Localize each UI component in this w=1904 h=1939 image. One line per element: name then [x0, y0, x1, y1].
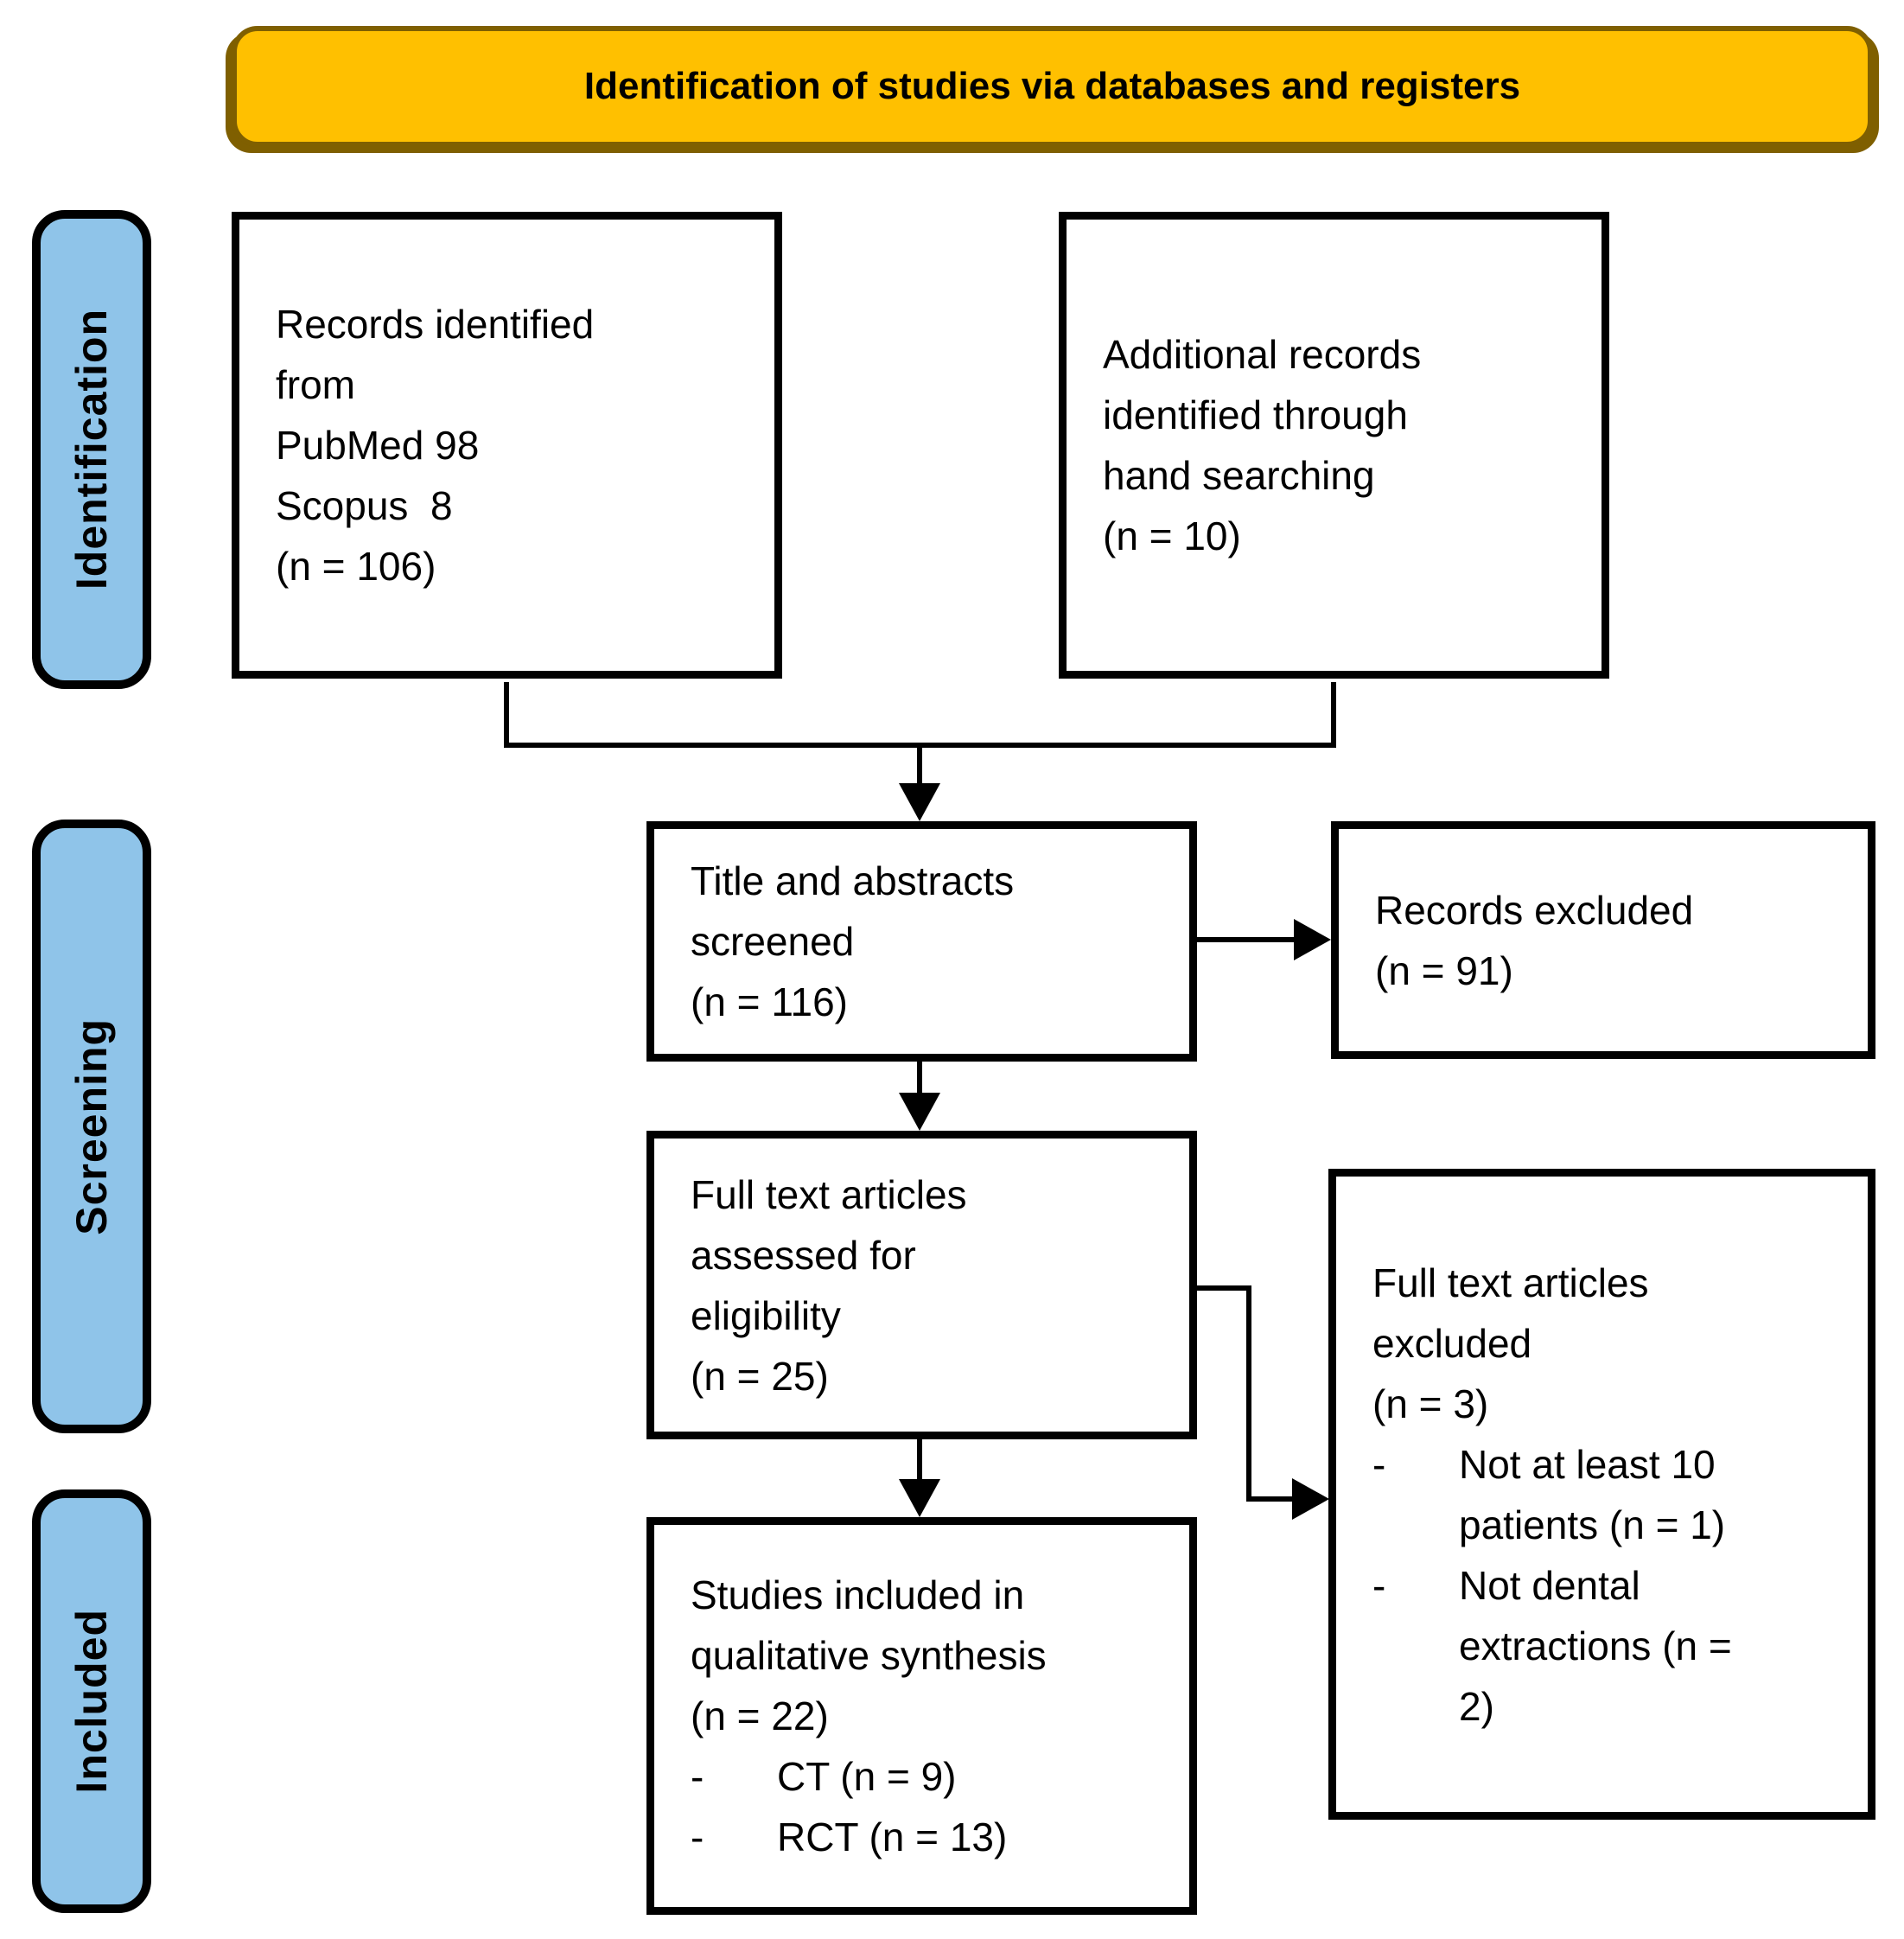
box-records-excluded: Records excluded (n = 91): [1331, 821, 1875, 1059]
box-text-line: identified through: [1103, 392, 1408, 437]
box-text-line: hand searching: [1103, 453, 1375, 498]
stage-label-screening: Screening: [32, 820, 151, 1433]
stage-label-identification: Identification: [32, 210, 151, 689]
box-title-abstracts-screened: Title and abstracts screened (n = 116): [646, 821, 1197, 1062]
box-text-line: (n = 25): [691, 1353, 829, 1399]
box-text-line: (n = 91): [1375, 947, 1513, 993]
box-text-line: Studies included in: [691, 1572, 1025, 1617]
stage-label-screening-text: Screening: [67, 1017, 116, 1235]
box-studies-included: Studies included in qualitative synthesi…: [646, 1517, 1197, 1915]
diagram-title: Identification of studies via databases …: [583, 65, 1521, 107]
exclusion-reason-text: Not dental extractions (n = 2): [1459, 1562, 1732, 1729]
connector-elbow-line: [1246, 1285, 1251, 1502]
box-text-line: (n = 22): [691, 1693, 829, 1738]
box-text-line: eligibility: [691, 1292, 841, 1338]
box-additional-records: Additional records identified through ha…: [1059, 212, 1609, 679]
exclusion-reason-item: - Not dental extractions (n = 2): [1372, 1555, 1852, 1737]
box-text-line: from: [276, 362, 355, 407]
arrow-to-records-excluded-shaft: [1197, 937, 1296, 942]
stage-label-included-text: Included: [67, 1609, 116, 1794]
box-text-line: assessed for: [691, 1232, 916, 1278]
bullet-dash: -: [1372, 1441, 1386, 1487]
bullet-dash: -: [691, 1815, 704, 1859]
box-text-line: screened: [691, 919, 855, 964]
box-text-line: qualitative synthesis: [691, 1633, 1047, 1678]
box-fulltext-assessed: Full text articles assessed for eligibil…: [646, 1131, 1197, 1439]
arrow-to-screening-shaft: [917, 745, 922, 787]
stage-label-identification-text: Identification: [67, 309, 116, 590]
box-text-line: Additional records: [1103, 332, 1422, 377]
bullet-dash: -: [691, 1754, 704, 1799]
exclusion-reason-item: - Not at least 10 patients (n = 1): [1372, 1434, 1852, 1555]
box-text-line: PubMed 98: [276, 423, 480, 468]
box-text-line: Title and abstracts: [691, 858, 1015, 903]
included-study-type-item: - RCT (n = 13): [691, 1807, 1174, 1867]
stage-label-included: Included: [32, 1489, 151, 1913]
included-study-type-item: - CT (n = 9): [691, 1746, 1174, 1807]
box-text-line: Full text articles: [1372, 1260, 1649, 1305]
connector-elbow-line: [1194, 1285, 1251, 1291]
included-study-type-text: RCT (n = 13): [777, 1815, 1008, 1859]
box-text-line: Records identified: [276, 302, 595, 347]
box-text-line: (n = 116): [691, 979, 848, 1024]
box-text-line: (n = 3): [1372, 1381, 1489, 1426]
included-study-type-text: CT (n = 9): [777, 1754, 957, 1799]
arrow-right-icon: [1294, 919, 1331, 960]
box-text-line: Scopus 8: [276, 483, 453, 528]
box-fulltext-excluded: Full text articles excluded (n = 3) - No…: [1328, 1169, 1875, 1820]
arrow-to-fulltext-shaft: [917, 1062, 922, 1096]
connector-line: [504, 682, 509, 748]
arrow-down-icon: [899, 783, 940, 821]
arrow-right-icon: [1292, 1478, 1329, 1520]
box-text-line: Full text articles: [691, 1171, 967, 1217]
box-text-line: excluded: [1372, 1320, 1532, 1366]
box-records-identified: Records identified from PubMed 98 Scopus…: [232, 212, 782, 679]
arrow-to-included-shaft: [917, 1439, 922, 1483]
connector-line: [1331, 682, 1336, 748]
arrow-to-fulltext-excluded-shaft: [1246, 1496, 1295, 1502]
arrow-down-icon: [899, 1093, 940, 1131]
box-text-line: (n = 10): [1103, 513, 1241, 558]
box-text-line: (n = 106): [276, 544, 436, 589]
exclusion-reason-text: Not at least 10 patients (n = 1): [1459, 1441, 1726, 1547]
bullet-dash: -: [1372, 1562, 1386, 1608]
diagram-title-banner: Identification of studies via databases …: [232, 26, 1873, 147]
box-text-line: Records excluded: [1375, 887, 1694, 933]
arrow-down-icon: [899, 1479, 940, 1517]
